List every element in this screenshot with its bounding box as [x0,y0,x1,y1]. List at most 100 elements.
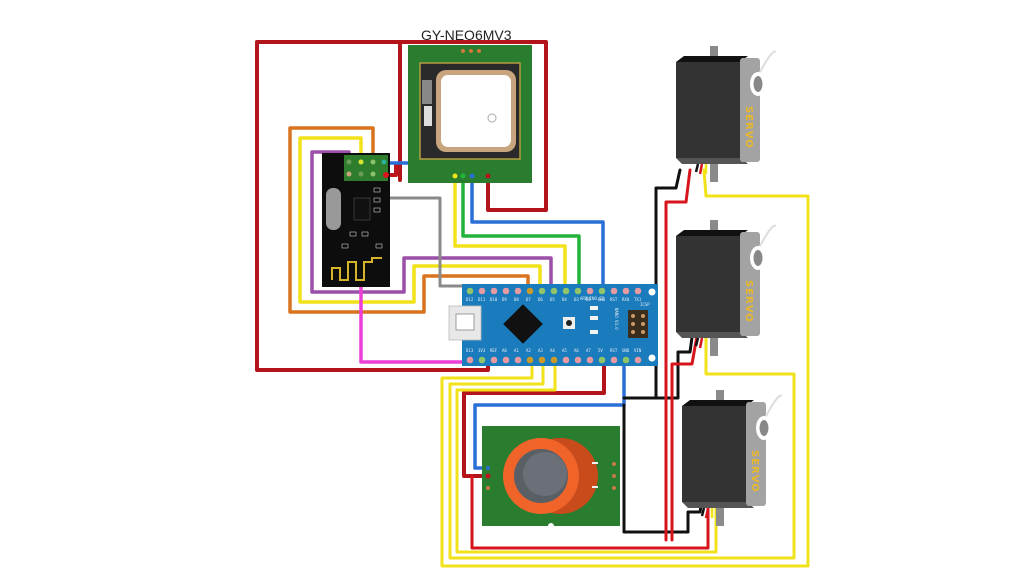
gas-pin [485,473,491,479]
nano-pin-d2 [586,287,594,295]
servo-label: SERVO [743,106,754,149]
wire-blue-gnd-gas [473,362,626,470]
gps-antenna-feed [487,113,497,123]
nano-pin-gnd [622,356,630,364]
nano-pin-label: D4 [562,297,567,302]
gps-pin-rx [460,173,466,179]
nano-pin-label: VIN [634,348,642,353]
nano-pin-label: A5 [562,348,567,353]
wire-purple [310,150,553,294]
servo-wire-red [698,337,704,349]
icsp-pin [641,322,645,326]
wire-black-gnd-2 [622,168,682,400]
wire-red-servo-3 [470,474,710,550]
servo-body [676,236,742,332]
gps-pin-tx [452,173,458,179]
nano-pin-label: D7 [526,297,531,302]
gas-smd [592,462,598,464]
nano-pin-label: D13 [466,348,474,353]
gas-pin [612,486,616,490]
nano-pin-label: D12 [466,297,474,302]
wire-green-gps [461,174,581,294]
wire-red-servo-1 [664,168,692,542]
nano-pin-label: D11 [478,297,486,302]
gas-pin [612,474,616,478]
nrf-pin [358,159,364,165]
nano-pin-label: D8 [514,297,519,302]
wire-red-gps-vcc [398,40,548,212]
icsp-label: ICSP [640,302,650,307]
nano-pin-ref [490,356,498,364]
gas-pin [486,486,490,490]
nano-pin-d7 [526,287,534,295]
wire-black-gnd [622,403,668,534]
wire-orange [288,126,530,314]
servo-top [676,230,748,236]
servo-label: SERVO [749,450,760,493]
nano-pin-label: D9 [502,297,507,302]
nano-pin-d6 [538,287,546,295]
nano-pin-a1 [514,356,522,364]
nano-pin-a3 [538,356,546,364]
nano-pin-label: D5 [550,297,555,302]
nrf-smd [373,187,381,193]
gps-label: GY-NEO6MV3 [421,27,512,43]
nano-pin-label: A1 [514,348,519,353]
nano-board [462,284,658,366]
icsp-pin [631,314,635,318]
nano-pin-label: D6 [538,297,543,302]
nrf-chip [353,197,371,221]
gps-pin-vcc [485,173,491,179]
nrf-smd [341,243,349,249]
nano-pin-label: 5V [598,348,603,353]
nano-pin-label: RST [610,348,618,353]
servo-wire-black [694,163,700,173]
nano-pin-d4 [562,287,570,295]
nano-pin-label: D10 [490,297,498,302]
wire-red-vcc-loop [255,40,490,372]
wire-yellow-gps [453,174,567,294]
servo-wire-red [704,507,710,519]
nano-pin-a6 [574,356,582,364]
servo-bottom [676,332,748,338]
nano-pin-label: A2 [526,348,531,353]
nano-brand: ARDUINO.CC [580,296,605,301]
nano-led [590,316,598,320]
gas-sensor-module [482,426,620,529]
nano-pin-d11 [478,287,486,295]
nano-pin-vin [634,356,642,364]
gps-connector [424,106,432,126]
wires [255,40,810,568]
nano-pin-label: A3 [538,348,543,353]
nrf-pin [383,172,389,178]
mount-hole [648,354,656,362]
nano-pin-a4 [550,356,558,364]
nano-pin-a0 [502,356,510,364]
nrf-crystal [326,188,341,230]
nano-pin-label: REF [490,348,498,353]
nano-pin-label: A0 [502,348,507,353]
nano-led [590,306,598,310]
nano-pin-d13 [466,356,474,364]
wire-yellow-a4 [455,362,718,554]
servo-wire-black [700,507,706,517]
nano-pin-label: D2 [586,297,591,302]
gps-pin-gnd [469,173,475,179]
nrf-pcb-antenna [331,257,382,281]
wire-yellow-a2 [440,168,810,568]
servo-bottom [676,158,748,164]
nano-pin-label: RX0 [622,297,630,302]
servo-shaft [753,76,763,92]
servo-top [682,400,754,406]
icsp-pin [631,322,635,326]
nano-mcu-chip [503,304,543,344]
nano-pin-5v [598,356,606,364]
servo-3: SERVO [682,390,783,526]
servo-label: SERVO [743,280,754,323]
nano-pin-label: A6 [574,348,579,353]
gas-sensor-mesh-inner [523,452,567,496]
gps-pin [461,49,465,53]
nrf-pin [346,159,352,165]
